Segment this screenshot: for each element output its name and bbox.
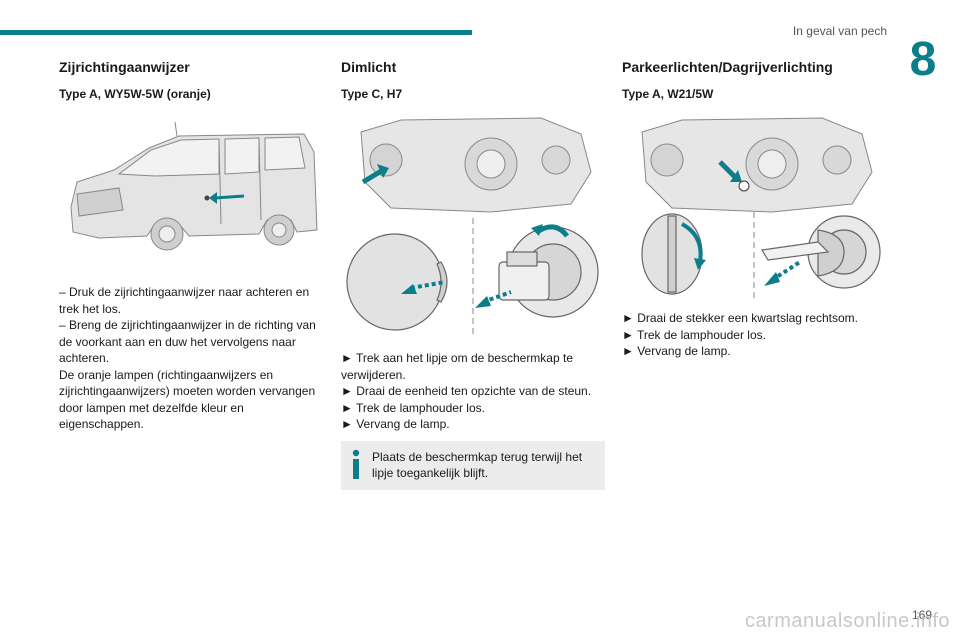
info-text: Plaats de beschermkap terug terwijl het … — [372, 449, 583, 481]
info-box: Plaats de beschermkap terug terwijl het … — [341, 440, 605, 490]
step-item: ► Vervang de lamp. — [622, 344, 731, 358]
heading-low-beam: Dimlicht — [341, 59, 397, 75]
parking-light-illustration — [622, 112, 886, 298]
paragraph: – Druk de zijrichtingaanwijzer naar acht… — [59, 285, 310, 316]
van-illustration — [59, 112, 323, 272]
parking-light-steps: ► Draai de stekker een kwartslag rechtso… — [622, 310, 886, 360]
step-item: ► Trek de lamphouder los. — [341, 400, 485, 415]
paragraph: De oranje lampen (richtingaanwijzers en … — [59, 367, 316, 432]
low-beam-steps: ► Trek aan het lipje om de beschermkap t… — [341, 350, 605, 433]
side-indicator-marker — [204, 195, 210, 201]
subheading-side-indicator: Type A, WY5W-5W (oranje) — [59, 87, 211, 101]
column-parking-lights: Parkeerlichten/Dagrijverlichting Type A,… — [622, 58, 886, 360]
step-item: ► Draai de stekker een kwartslag rechtso… — [622, 311, 858, 325]
parking-light-drawing — [641, 117, 881, 298]
watermark: carmanualsonline.info — [744, 610, 950, 632]
step-item: ► Trek aan het lipje om de beschermkap t… — [341, 351, 573, 382]
page-number: 169 — [911, 608, 932, 622]
step-item: ► Vervang de lamp. — [341, 417, 450, 431]
side-indicator-instructions: – Druk de zijrichtingaanwijzer naar acht… — [59, 284, 323, 433]
chapter-number: 8 — [909, 33, 937, 86]
section-title: In geval van pech — [792, 24, 887, 38]
info-icon — [352, 449, 360, 479]
heading-parking-lights: Parkeerlichten/Dagrijverlichting — [622, 59, 833, 75]
van-drawing — [70, 121, 318, 251]
paragraph: – Breng de zijrichtingaanwijzer in de ri… — [59, 318, 316, 365]
step-item: ► Draai de eenheid ten opzichte van de s… — [341, 384, 592, 398]
subheading-parking-lights: Type A, W21/5W — [622, 87, 714, 101]
heading-side-indicator: Zijrichtingaanwijzer — [59, 59, 190, 75]
direction-arrow-icon — [214, 194, 245, 200]
column-side-indicator: Zijrichtingaanwijzer Type A, WY5W-5W (or… — [59, 58, 323, 433]
column-low-beam: Dimlicht Type C, H7 — [341, 58, 605, 490]
headlamp-cap-drawing — [346, 117, 599, 334]
headlamp-illustration — [341, 112, 605, 334]
subheading-low-beam: Type C, H7 — [341, 87, 403, 101]
header-accent-bar — [0, 30, 472, 35]
step-item: ► Trek de lamphouder los. — [622, 327, 766, 342]
